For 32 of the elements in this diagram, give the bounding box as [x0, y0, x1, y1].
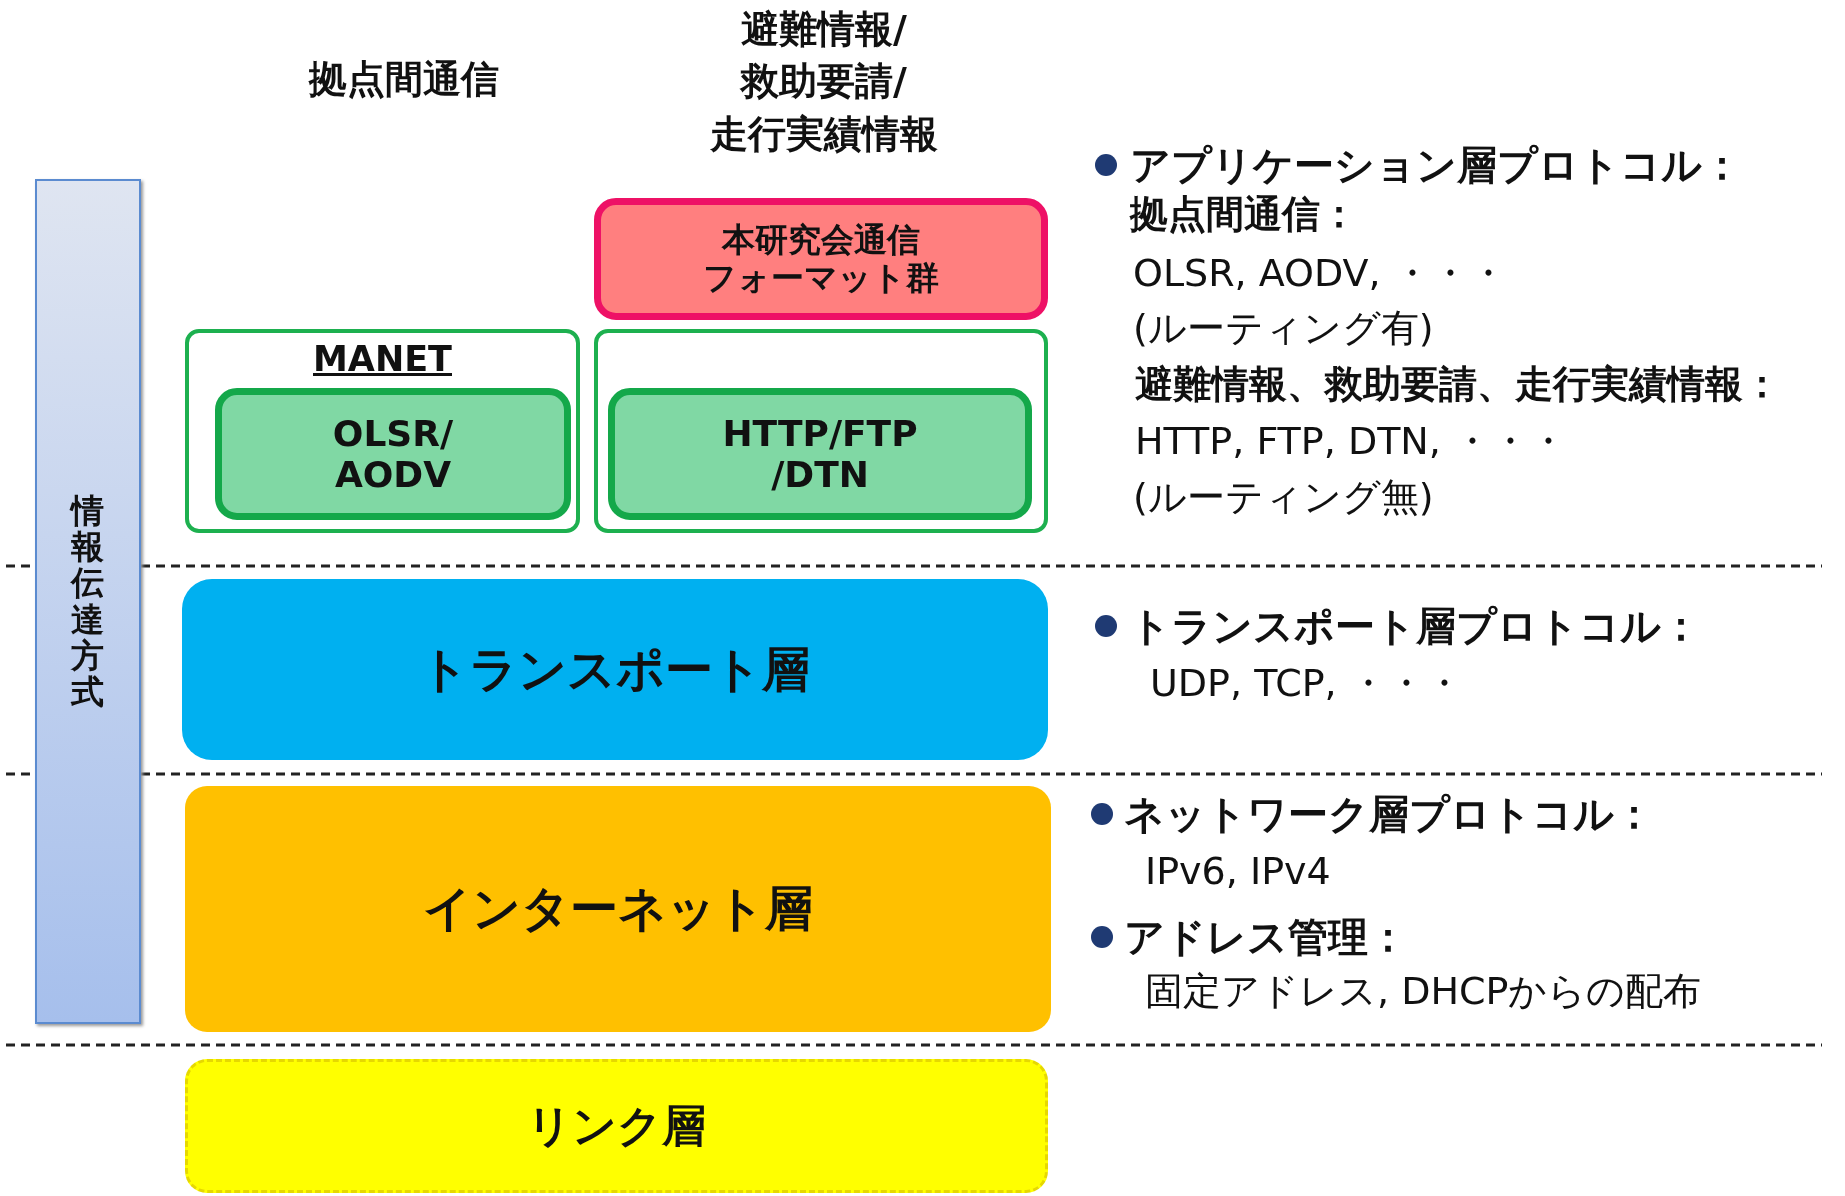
- vertical-bar: [35, 179, 141, 1024]
- description-text: UDP, TCP, ・・・: [1150, 661, 1463, 707]
- protocol-box: [215, 388, 571, 520]
- description-text: IPv6, IPv4: [1145, 849, 1331, 895]
- description-text: 拠点間通信：: [1130, 192, 1358, 238]
- group-box: [185, 329, 580, 533]
- description-text: 避難情報、救助要請、走行実績情報：: [1135, 362, 1781, 408]
- format-box: [594, 198, 1048, 320]
- description-text: アドレス管理：: [1124, 913, 1408, 961]
- group-box: [594, 329, 1048, 533]
- description-text: HTTP, FTP, DTN, ・・・: [1135, 419, 1567, 465]
- column-heading: 拠点間通信: [307, 57, 500, 103]
- box-label: 本研究会通信フォーマット群: [703, 221, 939, 297]
- description-text: (ルーティング有): [1133, 306, 1434, 352]
- protocol-box: [608, 388, 1032, 520]
- box-label: HTTP/FTP /DTN: [722, 412, 918, 496]
- box-label: OLSR/ AODV: [332, 412, 454, 496]
- layer-box: [185, 1059, 1048, 1193]
- box-label: 情報伝達方式: [70, 492, 106, 711]
- description-text: 固定アドレス, DHCPからの配布: [1145, 969, 1702, 1015]
- layer-box: [182, 579, 1048, 760]
- group-heading: MANET: [312, 339, 453, 380]
- box-label: リンク層: [527, 1100, 706, 1152]
- box-label: インターネット層: [423, 881, 813, 937]
- description-text: トランスポート層プロトコル：: [1130, 602, 1701, 650]
- description-text: ネットワーク層プロトコル：: [1124, 790, 1654, 838]
- description-text: アプリケーション層プロトコル：: [1130, 141, 1742, 189]
- column-heading: 避難情報/救助要請/走行実績情報: [709, 6, 939, 158]
- description-text: (ルーティング無): [1133, 475, 1434, 521]
- description-text: OLSR, AODV, ・・・: [1133, 251, 1507, 297]
- box-label: トランスポート層: [420, 641, 810, 698]
- layer-box: [185, 786, 1051, 1032]
